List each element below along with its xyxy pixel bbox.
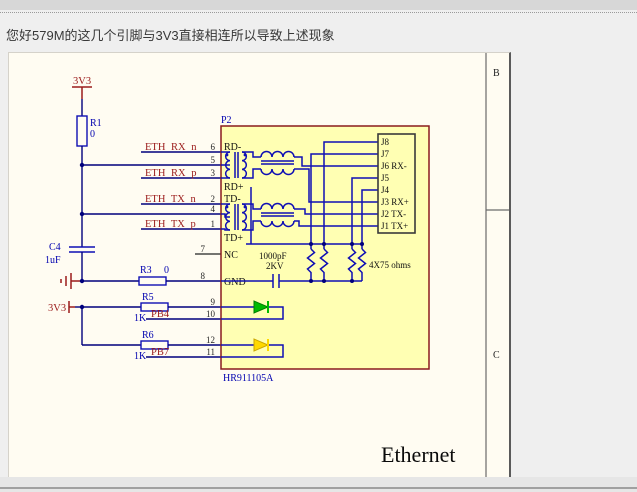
jack-pin-j1: J1 TX+ <box>381 221 408 231</box>
pin-number-1: 1 <box>211 219 216 229</box>
netlabel-pb4: PB4 <box>151 309 170 320</box>
jack-pin-j8: J8 <box>381 137 390 147</box>
resistor-75ohm-body <box>319 248 329 281</box>
pin-name-rd-plus: RD+ <box>224 182 244 193</box>
r3-ref: R3 <box>140 265 152 276</box>
zone-label-c: C <box>493 350 500 361</box>
r5-value: 1K <box>134 313 147 324</box>
eth-signal-wires: ETH RX n ETH RX p ETH TX n ETH TX p <box>82 142 221 255</box>
green-led-loop <box>221 300 284 320</box>
pin-name-td-minus: TD- <box>224 194 241 205</box>
pin-name-rd-minus: RD- <box>224 142 241 153</box>
series-resistors: R3 0 R5 1K R6 1K PB4 PB7 <box>82 265 221 362</box>
netlabel-eth-tx-n: ETH TX n <box>145 194 196 205</box>
pin-name-nc: NC <box>224 250 238 261</box>
pin-number-10: 10 <box>206 309 216 319</box>
netlabel-eth-rx-p: ETH RX p <box>145 168 197 179</box>
yellow-led-icon <box>253 338 270 352</box>
yellow-led-loop <box>221 338 284 358</box>
jack-pin-j5: J5 <box>381 173 390 183</box>
dotted-separator <box>0 12 637 13</box>
r3-value: 0 <box>164 265 169 276</box>
netlabel-eth-tx-p: ETH TX p <box>145 219 196 230</box>
jack-pin-j4: J4 <box>381 185 390 195</box>
jack-pin-j7: J7 <box>381 149 390 159</box>
pin-name-td-plus: TD+ <box>224 233 243 244</box>
resistor-75ohm-body <box>357 248 367 281</box>
schematic-canvas: B C 3V3 R1 0 C4 1uF <box>45 53 509 478</box>
zone-label-b: B <box>493 68 500 79</box>
resistor-bank-label: 4X75 ohms <box>369 260 411 270</box>
schematic-sheet: B C 3V3 R1 0 C4 1uF <box>8 52 511 480</box>
post-comment-text: 您好579M的这几个引脚与3V3直接相连所以导致上述现象 <box>6 28 335 43</box>
pin-name-gnd: GND <box>224 277 246 288</box>
pin-number-5: 5 <box>211 155 216 165</box>
resistor-r3-body <box>138 276 167 286</box>
pin-number-11: 11 <box>206 347 215 357</box>
r6-ref: R6 <box>142 330 154 341</box>
pin-numbers: 6 5 3 2 4 1 7 8 9 10 12 11 <box>201 142 216 357</box>
resistor-75ohm-body <box>306 248 316 281</box>
pin-number-4: 4 <box>211 204 216 214</box>
ground-symbol <box>60 273 82 289</box>
bottom-status-strip <box>0 477 637 492</box>
r1-value: 0 <box>90 129 95 140</box>
td-transformer <box>221 202 378 231</box>
jack-pin-j6: J6 RX- <box>381 161 407 171</box>
pin-number-6: 6 <box>211 142 216 152</box>
green-led-icon <box>253 300 270 314</box>
pin-number-12: 12 <box>206 335 215 345</box>
pin-number-2: 2 <box>211 194 216 204</box>
power-port-3v3-left-label: 3V3 <box>48 303 66 314</box>
pin-number-7: 7 <box>201 244 206 254</box>
resistor-75ohm-body <box>347 248 357 281</box>
termination-network: 1000pF 2KV 4X75 ohms <box>221 141 411 288</box>
c4-ref: C4 <box>49 242 61 253</box>
r6-value: 1K <box>134 351 147 362</box>
r5-ref: R5 <box>142 292 154 303</box>
top-toolbar-strip <box>0 0 637 10</box>
rd-transformer <box>221 150 378 203</box>
r1-ref: R1 <box>90 118 102 129</box>
cap-rating-label: 2KV <box>266 261 284 271</box>
jack-pin-j2: J2 TX- <box>381 209 406 219</box>
power-rail: 3V3 R1 0 C4 1uF 3V3 <box>45 76 102 345</box>
jack-pin-j3: J3 RX+ <box>381 197 409 207</box>
c4-value: 1uF <box>45 255 61 266</box>
pin-number-8: 8 <box>201 271 206 281</box>
resistor-r1-body <box>76 115 88 147</box>
p2-part-number: HR911105A <box>223 373 274 384</box>
pin-number-3: 3 <box>211 168 216 178</box>
netlabel-pb7: PB7 <box>151 347 169 358</box>
power-port-3v3-top-label: 3V3 <box>73 76 91 87</box>
pin-number-9: 9 <box>211 297 216 307</box>
cap-value-label: 1000pF <box>259 251 287 261</box>
p2-ref: P2 <box>221 115 232 126</box>
bottom-rule <box>0 487 637 489</box>
sheet-border-column: B C <box>485 53 509 478</box>
sheet-title: Ethernet <box>381 442 456 467</box>
jack-pin-box: J8 J7 J6 RX- J5 J4 J3 RX+ J2 TX- J1 TX+ <box>377 133 416 234</box>
netlabel-eth-rx-n: ETH RX n <box>145 142 197 153</box>
